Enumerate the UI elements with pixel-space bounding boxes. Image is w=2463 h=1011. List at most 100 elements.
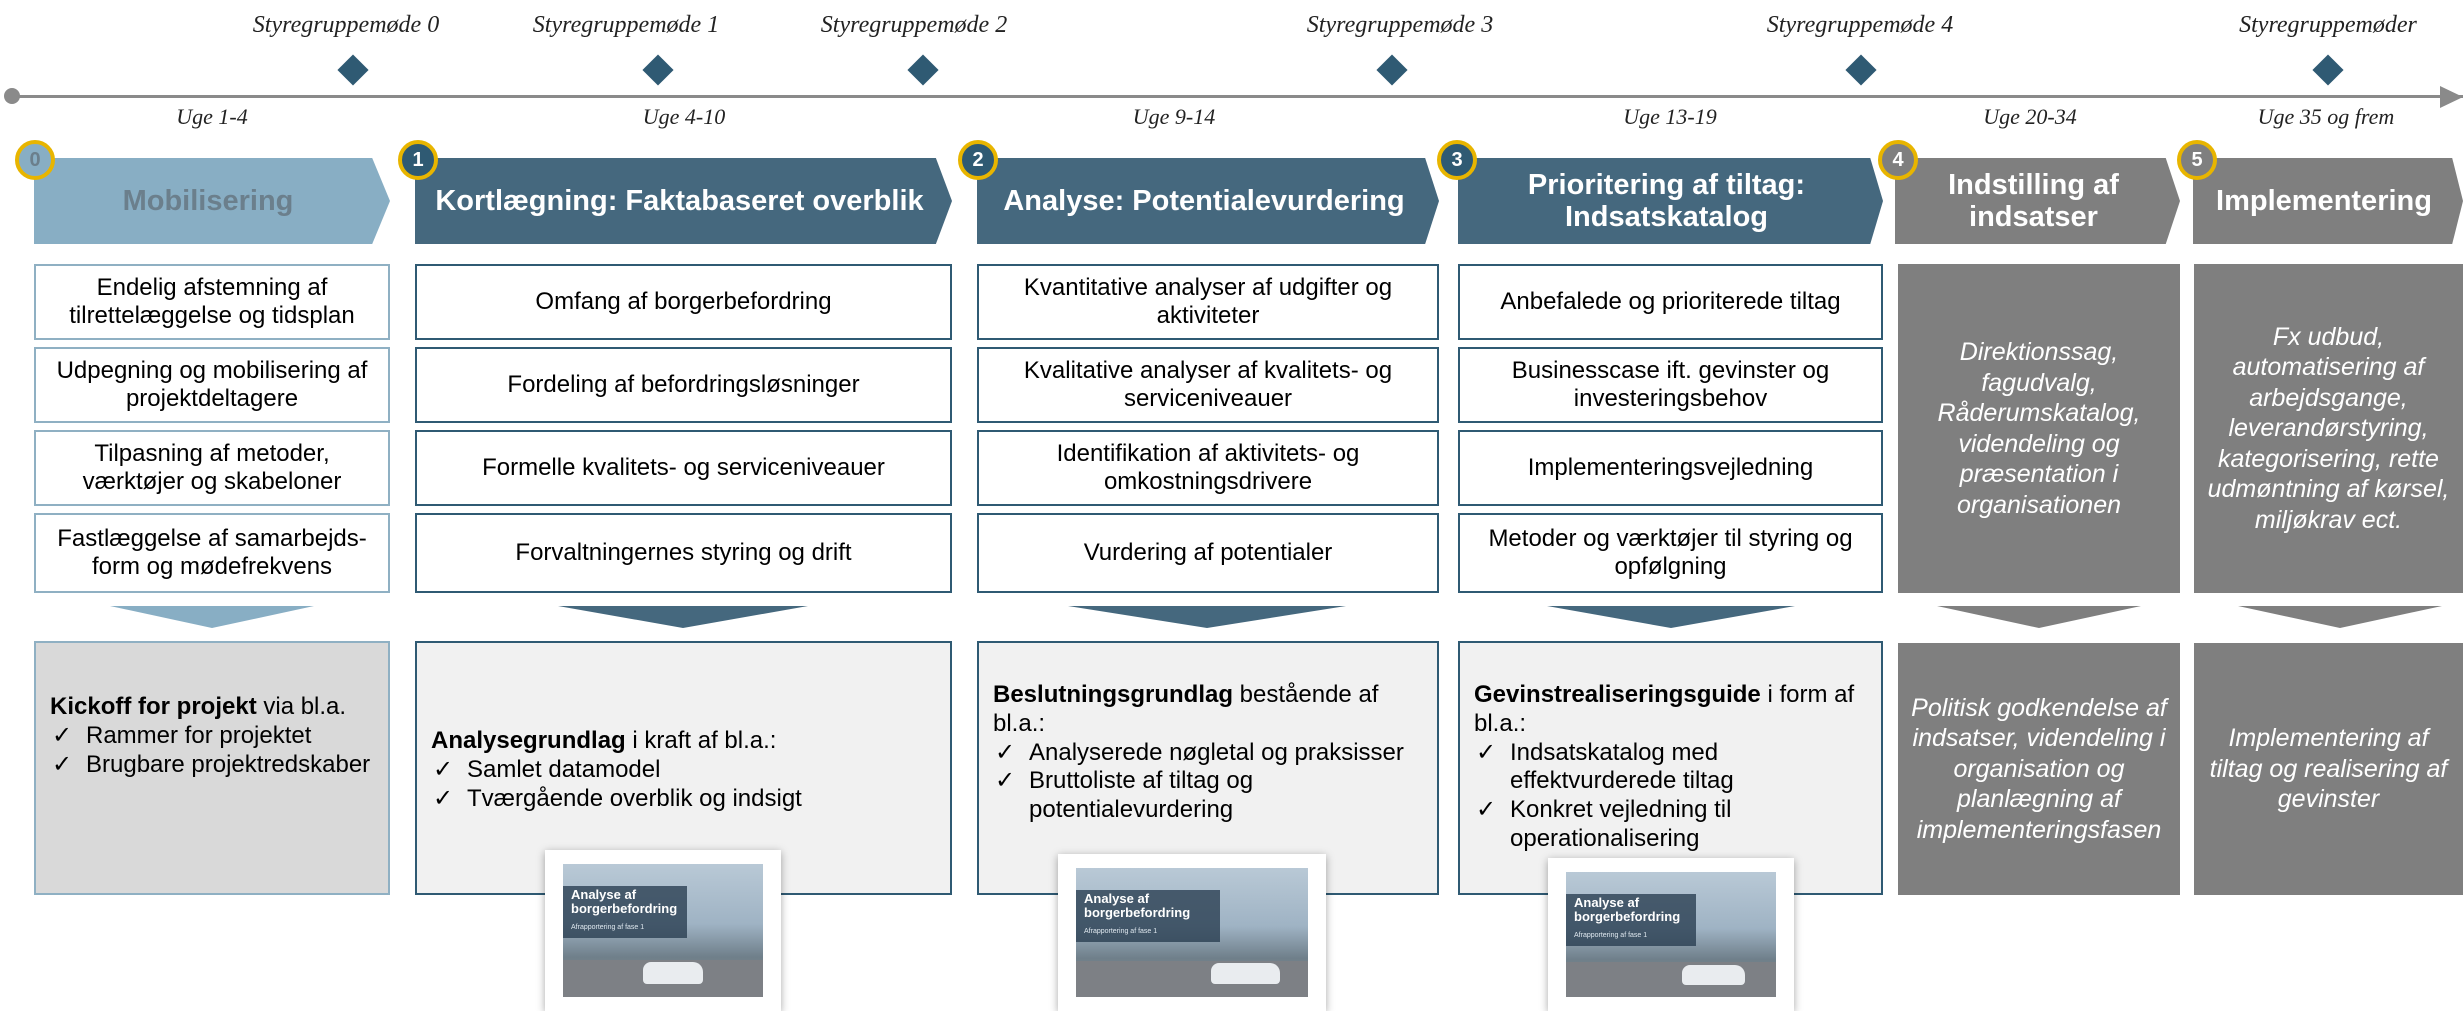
activity-text: Tilpasning af metoder, værktøjer og skab…	[82, 439, 342, 495]
activity-text: Identifikation af aktivitets- og omkostn…	[1056, 439, 1360, 495]
milestone-diamond-4	[1845, 54, 1877, 86]
report-thumbnail-subtitle: Afrapportering af fase 1	[1084, 928, 1158, 935]
report-thumbnail-title: Analyse af borgerbefordring	[1084, 891, 1191, 920]
activity-box: Implementeringsvejledning	[1458, 430, 1883, 506]
activity-box: Metoder og værktøjer til styring og opfø…	[1458, 513, 1883, 593]
timeline-axis	[12, 95, 2463, 98]
check-icon: ✓	[1476, 796, 1497, 824]
check-icon: ✓	[995, 738, 1016, 766]
activity-text: Implementeringsvejledning	[1527, 453, 1814, 481]
result-bullet-text: Analyserede nøgletal og praksisser	[1029, 738, 1404, 766]
activity-text: Kvalitative analyser af kvalitets- og se…	[1023, 356, 1393, 412]
result-bullet-text: Brugbare projektredskaber	[86, 750, 371, 778]
phase-title-2: Analyse: Potentialevurdering	[1003, 184, 1405, 217]
phase-chevron-4: Indstilling af indsatser	[1895, 158, 2180, 244]
check-icon: ✓	[1476, 738, 1497, 766]
result-heading-rest: via bl.a.	[256, 693, 347, 720]
timeline-start-dot	[4, 88, 20, 104]
activity-box: Endelig afstemning af tilrettelæggelse o…	[34, 264, 390, 340]
activity-text: Endelig afstemning af tilrettelæggelse o…	[69, 273, 355, 329]
milestone-diamond-0	[337, 54, 369, 86]
activity-text: Fx udbud, automatisering af arbejdsgange…	[2207, 322, 2450, 534]
result-box-phase-3: Gevinstrealiseringsguide i form af bl.a.…	[1458, 641, 1883, 895]
phase-chevron-3: Prioritering af tiltag: Indsatskatalog	[1458, 158, 1883, 244]
week-label-2: Uge 9-14	[1132, 104, 1216, 129]
activity-box-grey: Fx udbud, automatisering af arbejdsgange…	[2194, 264, 2463, 593]
week-label-0: Uge 1-4	[176, 104, 248, 129]
result-heading: Gevinstrealiseringsguide	[1474, 681, 1761, 708]
activity-text: Fordeling af befordringsløsninger	[507, 370, 860, 398]
phase-title-3: Prioritering af tiltag: Indsatskatalog	[1527, 168, 1806, 233]
result-bullet-text: Tværgående overblik og indsigt	[467, 784, 802, 812]
phase-title-1: Kortlægning: Faktabaseret overblik	[435, 184, 924, 217]
result-box-phase-5: Implementering af tiltag og realisering …	[2194, 643, 2463, 895]
activity-text: Kvantitative analyser af udgifter og akt…	[1023, 273, 1393, 329]
result-bullet: ✓Samlet datamodel	[431, 756, 940, 785]
activity-box: Forvaltningernes styring og drift	[415, 513, 952, 593]
result-bullet: ✓ Bruttoliste af tiltag og potentialevurd…	[993, 767, 1427, 825]
activity-text: Businesscase ift. gevinster og investeri…	[1511, 356, 1830, 412]
phase-chevron-5: Implementering	[2193, 158, 2463, 244]
activity-text: Vurdering af potentialer	[1083, 538, 1333, 566]
result-bullet-text: Bruttoliste af tiltag og potentialevurde…	[1029, 767, 1254, 824]
result-bullet: ✓ Tværgående overblik og indsigt	[431, 785, 940, 814]
check-icon: ✓	[52, 750, 73, 778]
activity-box: Vurdering af potentialer	[977, 513, 1439, 593]
milestone-diamond-5	[2312, 54, 2344, 86]
milestone-diamond-3	[1376, 54, 1408, 86]
activity-box: Tilpasning af metoder, værktøjer og skab…	[34, 430, 390, 506]
week-label-1: Uge 4-10	[642, 104, 726, 129]
meeting-label-4: Styregruppemøde 4	[1766, 12, 1954, 38]
down-arrow	[1547, 606, 1795, 628]
down-arrow	[110, 606, 314, 628]
week-label-3: Uge 13-19	[1623, 104, 1717, 129]
result-bullet-text: Samlet datamodel	[467, 755, 661, 783]
report-thumbnail-subtitle: Afrapportering af fase 1	[571, 924, 645, 931]
meeting-label-0: Styregruppemøde 0	[252, 12, 440, 38]
result-heading-rest: i form af bl.a.:	[1474, 681, 1855, 737]
result-bullet: ✓ Rammer for projektet	[50, 722, 378, 751]
result-box-phase-0: Kickoff for projekt via bl.a. ✓ Rammer fo…	[34, 641, 390, 895]
report-thumbnail-title: Analyse af borgerbefordring	[571, 887, 678, 916]
meeting-label-5: Styregruppemøder	[2239, 12, 2417, 38]
phase-chevron-0: Mobilisering	[34, 158, 390, 244]
activity-box: Businesscase ift. gevinster og investeri…	[1458, 347, 1883, 423]
milestone-diamond-1	[642, 54, 674, 86]
milestone-diamond-2	[907, 54, 939, 86]
result-bullet-text: Indsatskatalog med effektvurderede tilta…	[1510, 738, 1734, 795]
meeting-label-2: Styregruppemøde 2	[820, 12, 1008, 38]
phase-number-badge-2: 2	[958, 140, 998, 180]
activity-text: Direktionssag, fagudvalg, Råderumskatalo…	[1937, 338, 2141, 519]
report-thumbnail-subtitle: Afrapportering af fase 1	[1574, 932, 1648, 939]
down-arrow	[1937, 606, 2141, 628]
result-bullet-text: Konkret vejledning til operationaliserin…	[1510, 796, 1732, 852]
activity-box: Formelle kvalitets- og serviceniveauer	[415, 430, 952, 506]
timeline-arrowhead	[2440, 86, 2463, 108]
check-icon: ✓	[433, 784, 454, 812]
activity-box: Fastlæggelse af samarbejds-form og mødef…	[34, 513, 390, 593]
phase-chevron-1: Kortlægning: Faktabaseret overblik	[415, 158, 952, 244]
phase-number-badge-3: 3	[1437, 140, 1477, 180]
phase-number-badge-1: 1	[398, 140, 438, 180]
activity-text: Udpegning og mobilisering af projektdelt…	[56, 356, 368, 412]
activity-text: Metoder og værktøjer til styring og opfø…	[1488, 524, 1853, 580]
activity-box: Omfang af borgerbefordring	[415, 264, 952, 340]
phase-chevron-2: Analyse: Potentialevurdering	[977, 158, 1439, 244]
activity-box: Anbefalede og prioriterede tiltag	[1458, 264, 1883, 340]
activity-text: Forvaltningernes styring og drift	[515, 538, 852, 566]
result-heading: Analysegrundlag	[431, 727, 626, 754]
result-heading-rest: bestående af bl.a.:	[993, 681, 1379, 737]
activity-text: Fastlæggelse af samarbejds-form og mødef…	[57, 524, 367, 580]
result-bullet: ✓ Analyserede nøgletal og praksisser	[993, 739, 1427, 768]
phase-title-4: Indstilling af indsatser	[1948, 168, 2119, 233]
report-thumbnail-title: Analyse af borgerbefordring	[1574, 895, 1681, 924]
result-bullet-text: Rammer for projektet	[86, 721, 312, 749]
result-heading: Kickoff for projekt	[50, 693, 257, 720]
phase-number-badge-4: 4	[1878, 140, 1918, 180]
phase-number-badge-5: 5	[2177, 140, 2217, 180]
check-icon: ✓	[995, 767, 1016, 795]
report-thumbnail-phase-3: Analyse af borgerbefordring Afrapporteri…	[1548, 858, 1794, 1011]
check-icon: ✓	[52, 721, 73, 749]
result-text: Implementering af tiltag og realisering …	[2209, 724, 2448, 814]
activity-text: Anbefalede og prioriterede tiltag	[1500, 287, 1841, 315]
